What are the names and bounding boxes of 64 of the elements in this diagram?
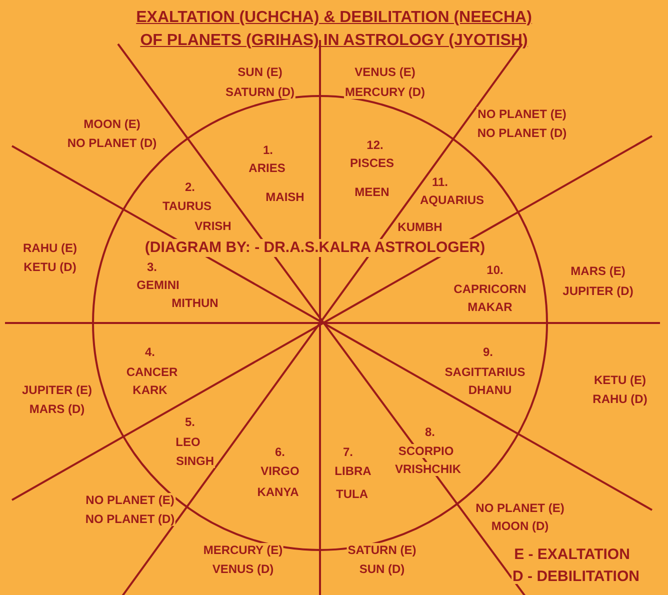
house-number: 1. (262, 143, 274, 157)
sign-name: SAGITTARIUS (444, 365, 526, 379)
planet-label: RAHU (E) (22, 241, 78, 255)
house-number: 11. (430, 175, 450, 189)
legend-text: E - EXALTATION (513, 548, 631, 562)
planet-label: VENUS (E) (354, 65, 416, 79)
planet-label: JUPITER (E) (21, 383, 93, 397)
house-number: 2. (184, 180, 196, 194)
sign-name: SCORPIO (397, 444, 455, 458)
hindi-sign-name: MITHUN (170, 296, 220, 310)
house-number: 5. (184, 415, 196, 429)
hindi-sign-name: KUMBH (396, 220, 444, 234)
planet-label: SUN (D) (358, 562, 406, 576)
sign-name: PISCES (349, 156, 395, 170)
planet-label: MARS (D) (28, 402, 86, 416)
planet-label: MOON (D) (490, 519, 550, 533)
planet-label: SUN (E) (236, 65, 284, 79)
planet-label: NO PLANET (D) (66, 136, 158, 150)
house-number: 8. (424, 425, 436, 439)
credit-text: (DIAGRAM BY: - DR.A.S.KALRA ASTROLOGER) (144, 239, 486, 257)
sign-name: LIBRA (334, 464, 372, 478)
sign-name: TAURUS (161, 199, 213, 213)
house-number: 12. (366, 138, 384, 152)
house-number: 9. (482, 345, 494, 359)
planet-label: NO PLANET (E) (474, 501, 566, 515)
house-number: 6. (274, 445, 286, 459)
title: EXALTATION (UCHCHA) & DEBILITATION (NEECHA) OF PLANETS (GRIHAS) IN ASTROLOGY (JYOTISH) (135, 8, 533, 51)
hindi-sign-name: KANYA (256, 485, 300, 499)
planet-label: NO PLANET (E) (476, 107, 568, 121)
house-number: 4. (144, 345, 156, 359)
planet-label: MOON (E) (82, 117, 142, 131)
hindi-sign-name: VRISHCHIK (394, 462, 462, 476)
planet-label: MERCURY (E) (202, 543, 284, 557)
planet-label: NO PLANET (D) (476, 126, 568, 140)
hindi-sign-name: SINGH (175, 454, 215, 468)
sign-name: CANCER (125, 365, 179, 379)
planet-label: VENUS (D) (211, 562, 275, 576)
house-number: 10. (486, 263, 504, 277)
sign-name: AQUARIUS (419, 193, 485, 207)
planet-label: MARS (E) (570, 264, 626, 278)
planet-label: KETU (D) (22, 260, 78, 274)
legend-text: D - DEBILITATION (512, 570, 640, 584)
house-number: 7. (342, 445, 354, 459)
planet-label: SATURN (E) (346, 543, 418, 557)
hindi-sign-name: TULA (335, 487, 369, 501)
sign-name: VIRGO (260, 464, 300, 478)
planet-label: NO PLANET (E) (84, 493, 176, 507)
hindi-sign-name: VRISH (194, 219, 232, 233)
sign-name: ARIES (248, 161, 286, 175)
planet-label: NO PLANET (D) (84, 512, 176, 526)
house-number: 3. (146, 260, 158, 274)
planet-label: SATURN (D) (224, 85, 296, 99)
planet-label: JUPITER (D) (562, 284, 634, 298)
hindi-sign-name: MAKAR (466, 300, 514, 314)
sign-name: LEO (174, 435, 202, 449)
hindi-sign-name: MEEN (354, 185, 390, 199)
sign-name: CAPRICORN (452, 282, 528, 296)
hindi-sign-name: KARK (132, 383, 168, 397)
planet-label: MERCURY (D) (344, 85, 426, 99)
sign-name: GEMINI (136, 278, 180, 292)
hindi-sign-name: MAISH (264, 190, 306, 204)
hindi-sign-name: DHANU (467, 383, 513, 397)
planet-label: RAHU (D) (592, 392, 648, 406)
planet-label: KETU (E) (593, 373, 647, 387)
